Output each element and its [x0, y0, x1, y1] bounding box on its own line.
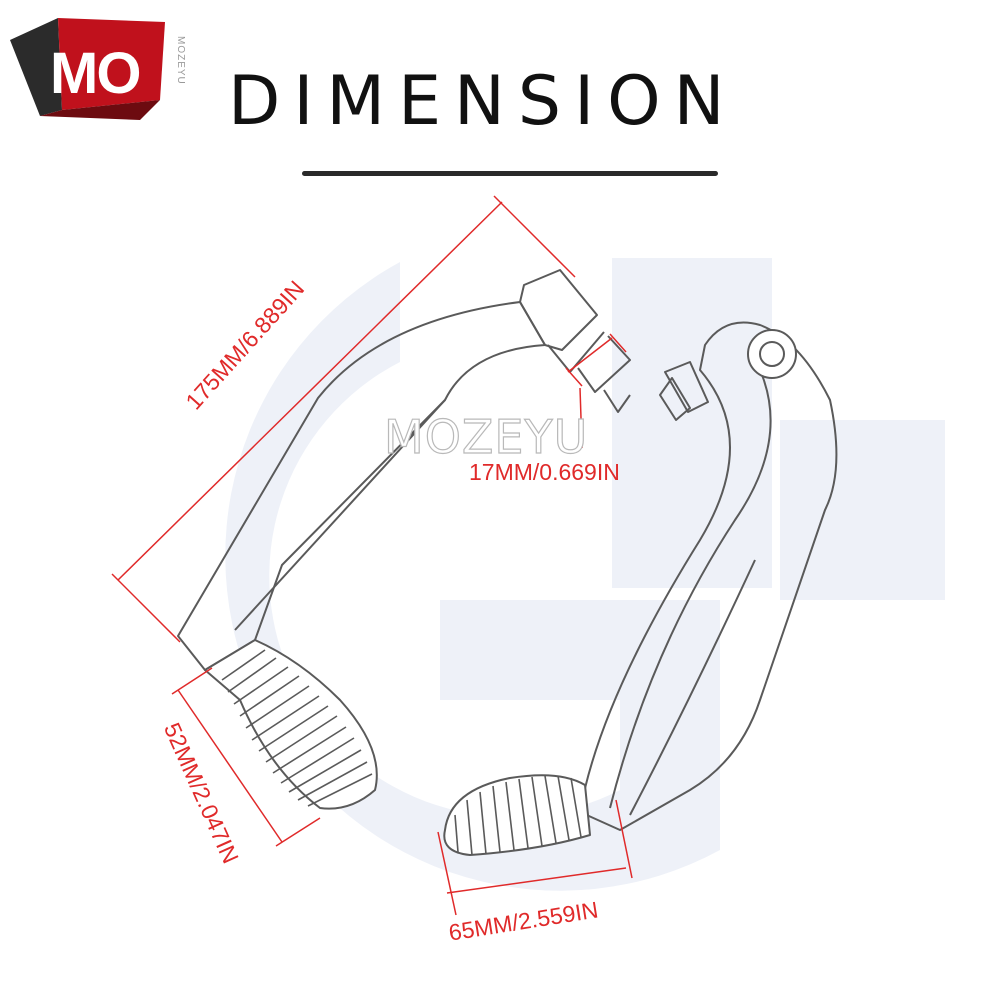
length-extension-left — [111, 573, 181, 643]
grip-height-extension-bottom — [275, 817, 321, 847]
mount-extension-right — [609, 333, 627, 353]
page-title: DIMENSION — [228, 62, 738, 141]
mount-dimension-label: 17MM/0.669IN — [469, 459, 620, 485]
grip-width-dimension-line — [446, 867, 627, 894]
watermark-text: MOZEYU — [383, 410, 589, 464]
length-dimension-line — [117, 201, 503, 581]
title-underline — [302, 171, 718, 176]
grip-width-extension-right — [615, 799, 633, 879]
brand-logo-mark — [10, 18, 165, 120]
dimension-lines — [111, 195, 633, 916]
grip-width-extension-left — [437, 831, 457, 916]
mount-extension-left — [565, 367, 583, 387]
right-lever-guard — [443, 321, 838, 856]
watermark-block-1 — [612, 258, 772, 588]
background-watermark-shapes — [225, 258, 945, 891]
watermark-c-shape — [225, 262, 720, 891]
grip-height-dimension-line — [177, 689, 283, 843]
length-extension-right — [493, 195, 576, 278]
mount-leader-line — [579, 387, 583, 449]
logo-text: MO — [50, 41, 141, 106]
grip-height-extension-top — [171, 667, 213, 695]
mount-dimension-line — [567, 337, 613, 373]
logo-side-text: MOZEYU — [175, 36, 186, 85]
watermark-block-2 — [780, 420, 945, 600]
brand-logo: MO MOZEYU — [8, 14, 186, 140]
left-lever-guard — [177, 269, 631, 810]
